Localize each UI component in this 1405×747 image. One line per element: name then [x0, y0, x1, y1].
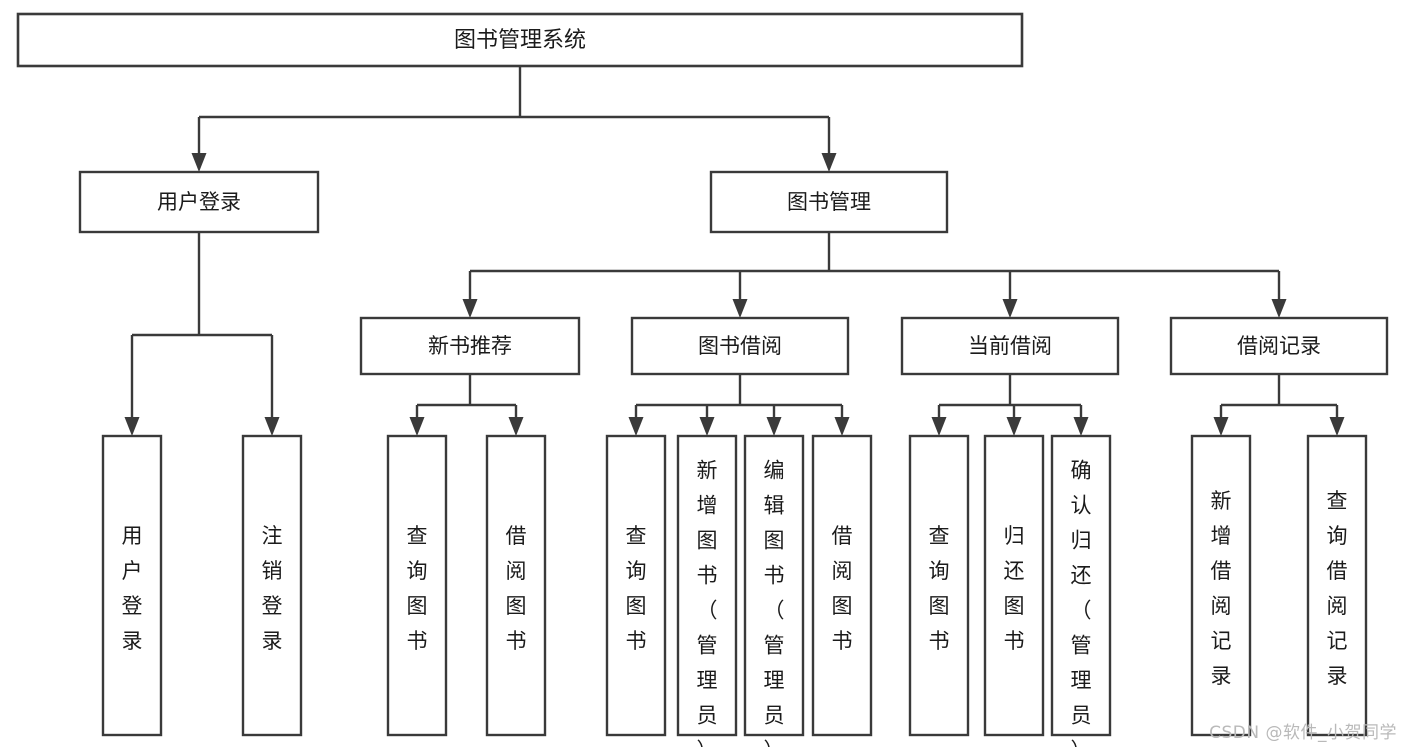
node-layer: 图书管理系统用户登录图书管理新书推荐图书借阅当前借阅借阅记录用户登录注销登录查询… [16, 12, 1389, 747]
node-leaf-9-label: 归还图书 [1004, 524, 1025, 653]
node-leaf-1-label: 注销登录 [262, 524, 283, 653]
node-l3-2-rect [900, 316, 1120, 376]
node-leaf-2-label: 查询图书 [407, 524, 428, 653]
node-leaf-11-rect [1190, 434, 1252, 737]
node-l3-0-label: 新书推荐 [428, 334, 512, 358]
new-book-arrow-0 [409, 417, 425, 436]
node-leaf-11[interactable]: 新增借阅记录 [1190, 434, 1252, 737]
connector-layer [124, 66, 1345, 436]
node-leaf-9-rect [983, 434, 1045, 737]
node-leaf-10-label: 确认归还（管理员） [1071, 458, 1092, 747]
node-leaf-6[interactable]: 编辑图书（管理员） [743, 434, 805, 747]
current-arrow-2 [1073, 417, 1089, 436]
node-l3-0[interactable]: 新书推荐 [359, 316, 581, 376]
node-leaf-6-rect [743, 434, 805, 737]
node-l2-1-rect [709, 170, 949, 234]
new-book-arrow-1 [508, 417, 524, 436]
node-leaf-5-label: 新增图书（管理员） [697, 458, 718, 747]
root-arrow-1 [821, 153, 837, 172]
node-leaf-0-rect [101, 434, 163, 737]
borrow-arrow-3 [834, 417, 850, 436]
node-l3-2-label: 当前借阅 [968, 334, 1052, 358]
node-l3-1[interactable]: 图书借阅 [630, 316, 850, 376]
node-l3-3[interactable]: 借阅记录 [1169, 316, 1389, 376]
node-leaf-3[interactable]: 借阅图书 [485, 434, 547, 737]
node-l2-0[interactable]: 用户登录 [78, 170, 320, 234]
node-leaf-7-rect [811, 434, 873, 737]
node-l3-2[interactable]: 当前借阅 [900, 316, 1120, 376]
borrow-arrow-0 [628, 417, 644, 436]
node-leaf-8-label: 查询图书 [929, 524, 950, 653]
node-leaf-12-rect [1306, 434, 1368, 737]
node-leaf-0[interactable]: 用户登录 [101, 434, 163, 737]
node-leaf-12-label: 查询借阅记录 [1327, 489, 1348, 688]
node-leaf-6-label: 编辑图书（管理员） [764, 458, 785, 747]
node-root-图书管理系统-rect [16, 12, 1024, 68]
node-leaf-12[interactable]: 查询借阅记录 [1306, 434, 1368, 737]
node-leaf-4-rect [605, 434, 667, 737]
node-root-图书管理系统[interactable]: 图书管理系统 [16, 12, 1024, 68]
node-l2-1-label: 图书管理 [787, 190, 871, 214]
node-leaf-1-rect [241, 434, 303, 737]
node-leaf-1[interactable]: 注销登录 [241, 434, 303, 737]
book-mgmt-arrow-3 [1271, 299, 1287, 318]
node-leaf-11-label: 新增借阅记录 [1211, 489, 1232, 688]
node-l3-3-label: 借阅记录 [1237, 334, 1321, 358]
node-leaf-7[interactable]: 借阅图书 [811, 434, 873, 737]
node-leaf-10[interactable]: 确认归还（管理员） [1050, 434, 1112, 747]
node-leaf-3-rect [485, 434, 547, 737]
node-l3-1-rect [630, 316, 850, 376]
book-mgmt-arrow-2 [1002, 299, 1018, 318]
node-leaf-8-rect [908, 434, 970, 737]
node-l2-1[interactable]: 图书管理 [709, 170, 949, 234]
node-l3-0-rect [359, 316, 581, 376]
node-leaf-9[interactable]: 归还图书 [983, 434, 1045, 737]
record-arrow-1 [1329, 417, 1345, 436]
node-leaf-5[interactable]: 新增图书（管理员） [676, 434, 738, 747]
node-leaf-2[interactable]: 查询图书 [386, 434, 448, 737]
user-login-arrow-0 [124, 417, 140, 436]
node-leaf-4[interactable]: 查询图书 [605, 434, 667, 737]
book-mgmt-arrow-1 [732, 299, 748, 318]
current-arrow-0 [931, 417, 947, 436]
current-arrow-1 [1006, 417, 1022, 436]
node-leaf-10-rect [1050, 434, 1112, 737]
user-login-arrow-1 [264, 417, 280, 436]
node-leaf-3-label: 借阅图书 [506, 524, 527, 653]
node-leaf-8[interactable]: 查询图书 [908, 434, 970, 737]
node-leaf-4-label: 查询图书 [626, 524, 647, 653]
node-l2-0-rect [78, 170, 320, 234]
borrow-arrow-1 [699, 417, 715, 436]
node-l3-3-rect [1169, 316, 1389, 376]
node-leaf-2-rect [386, 434, 448, 737]
csdn-watermark: CSDN @软件_小贺同学 [1209, 723, 1397, 743]
node-root-图书管理系统-label: 图书管理系统 [454, 28, 586, 53]
node-l2-0-label: 用户登录 [157, 190, 241, 214]
node-leaf-5-rect [676, 434, 738, 737]
node-l3-1-label: 图书借阅 [698, 334, 782, 358]
node-leaf-7-label: 借阅图书 [832, 524, 853, 653]
book-mgmt-arrow-0 [462, 299, 478, 318]
record-arrow-0 [1213, 417, 1229, 436]
borrow-arrow-2 [766, 417, 782, 436]
root-arrow-0 [191, 153, 207, 172]
node-leaf-0-label: 用户登录 [122, 524, 143, 653]
